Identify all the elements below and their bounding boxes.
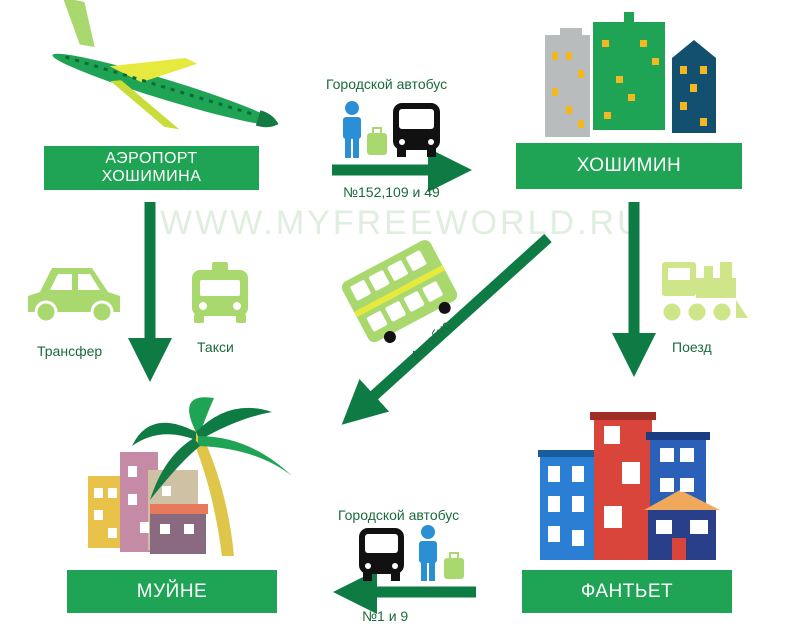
node-airport-line1: АЭРОПОРТ [105,149,198,167]
bus-icon-bottom [359,528,404,581]
car-icon [28,268,120,324]
taxi-icon [192,262,248,323]
person-icon-bottom [419,525,437,581]
route-label-transfer: Трансфер [37,343,103,359]
person-icon [343,101,361,158]
node-phanthiet: ФАНТЬЕТ [522,570,732,613]
route-label-numbers-bottom: №1 и 9 [362,608,409,624]
airplane-icon [52,0,279,130]
route-label-city-bus-bottom: Городской автобус [338,507,460,523]
watermark: WWW.MYFREEWORLD.RU [160,204,645,242]
node-muine-label: МУЙНЕ [136,580,208,602]
train-icon [660,262,748,324]
bus-icon [393,103,440,157]
node-hcmc-label: ХОШИМИН [576,155,682,177]
node-airport-line2: ХОШИМИНА [101,168,202,185]
city-buildings-icon [545,12,716,137]
phanthiet-houses-icon [538,412,720,560]
luggage-icon [367,127,387,155]
arrow-hcmc-to-muine [341,233,552,425]
route-label-city-bus-top: Городской автобус [326,76,448,92]
node-phanthiet-label: ФАНТЬЕТ [580,580,674,602]
luggage-icon-bottom [444,552,464,579]
node-airport: АЭРОПОРТ ХОШИМИНА [44,146,259,190]
palm-tree-icon [132,397,292,556]
colorful-houses-icon [88,452,208,554]
double-decker-bus-icon [341,240,458,343]
route-label-numbers-top: №152,109 и 49 [343,184,440,200]
node-muine: МУЙНЕ [67,570,277,613]
route-label-taxi: Такси [197,339,234,355]
node-hcmc: ХОШИМИН [516,143,742,189]
route-label-train: Поезд [672,339,712,355]
